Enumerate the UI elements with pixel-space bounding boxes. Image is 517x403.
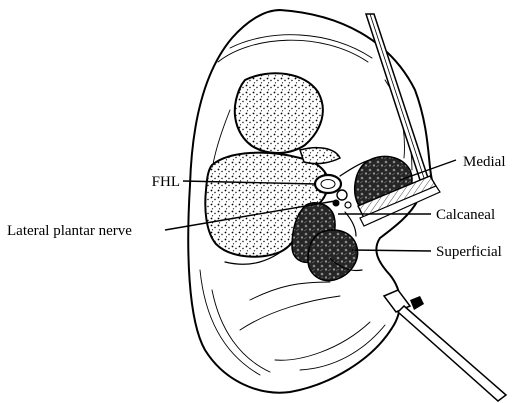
needle-probe [384, 290, 506, 401]
superficial-compartment-muscle [308, 230, 358, 281]
superficial-leader [352, 250, 431, 251]
label-calcaneal: Calcaneal [436, 207, 495, 223]
label-fhl: FHL [152, 174, 180, 190]
label-medial: Medial [463, 154, 506, 170]
sustentaculum [300, 148, 340, 164]
label-lateral-plantar-nerve: Lateral plantar nerve [7, 223, 132, 239]
neurovascular-bundle [333, 190, 352, 208]
fhl-tendon-inner [321, 180, 335, 189]
label-superficial: Superficial [436, 244, 502, 260]
talus-bone [235, 73, 323, 153]
